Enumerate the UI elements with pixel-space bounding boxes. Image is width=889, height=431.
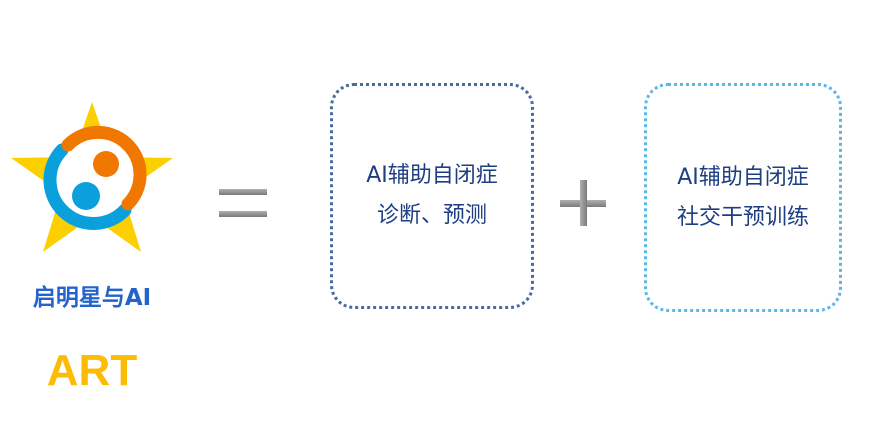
intervention-box: AI辅助自闭症 社交干预训练 [644, 83, 842, 312]
brand-name: 启明星与AI [32, 285, 152, 311]
diagnosis-box: AI辅助自闭症 诊断、预测 [330, 83, 534, 309]
diagnosis-line-1: AI辅助自闭症 [366, 163, 498, 188]
diagnosis-line-2: 诊断、预测 [376, 203, 487, 228]
intervention-line-2: 社交干预训练 [676, 204, 809, 230]
star-logo-icon [11, 102, 173, 252]
equals-sign-top [219, 189, 267, 195]
intervention-line-1: AI辅助自闭症 [677, 164, 809, 190]
brand-subtitle: ART [46, 346, 138, 395]
plus-sign-vertical [580, 180, 587, 226]
equals-sign-bottom [219, 211, 267, 217]
